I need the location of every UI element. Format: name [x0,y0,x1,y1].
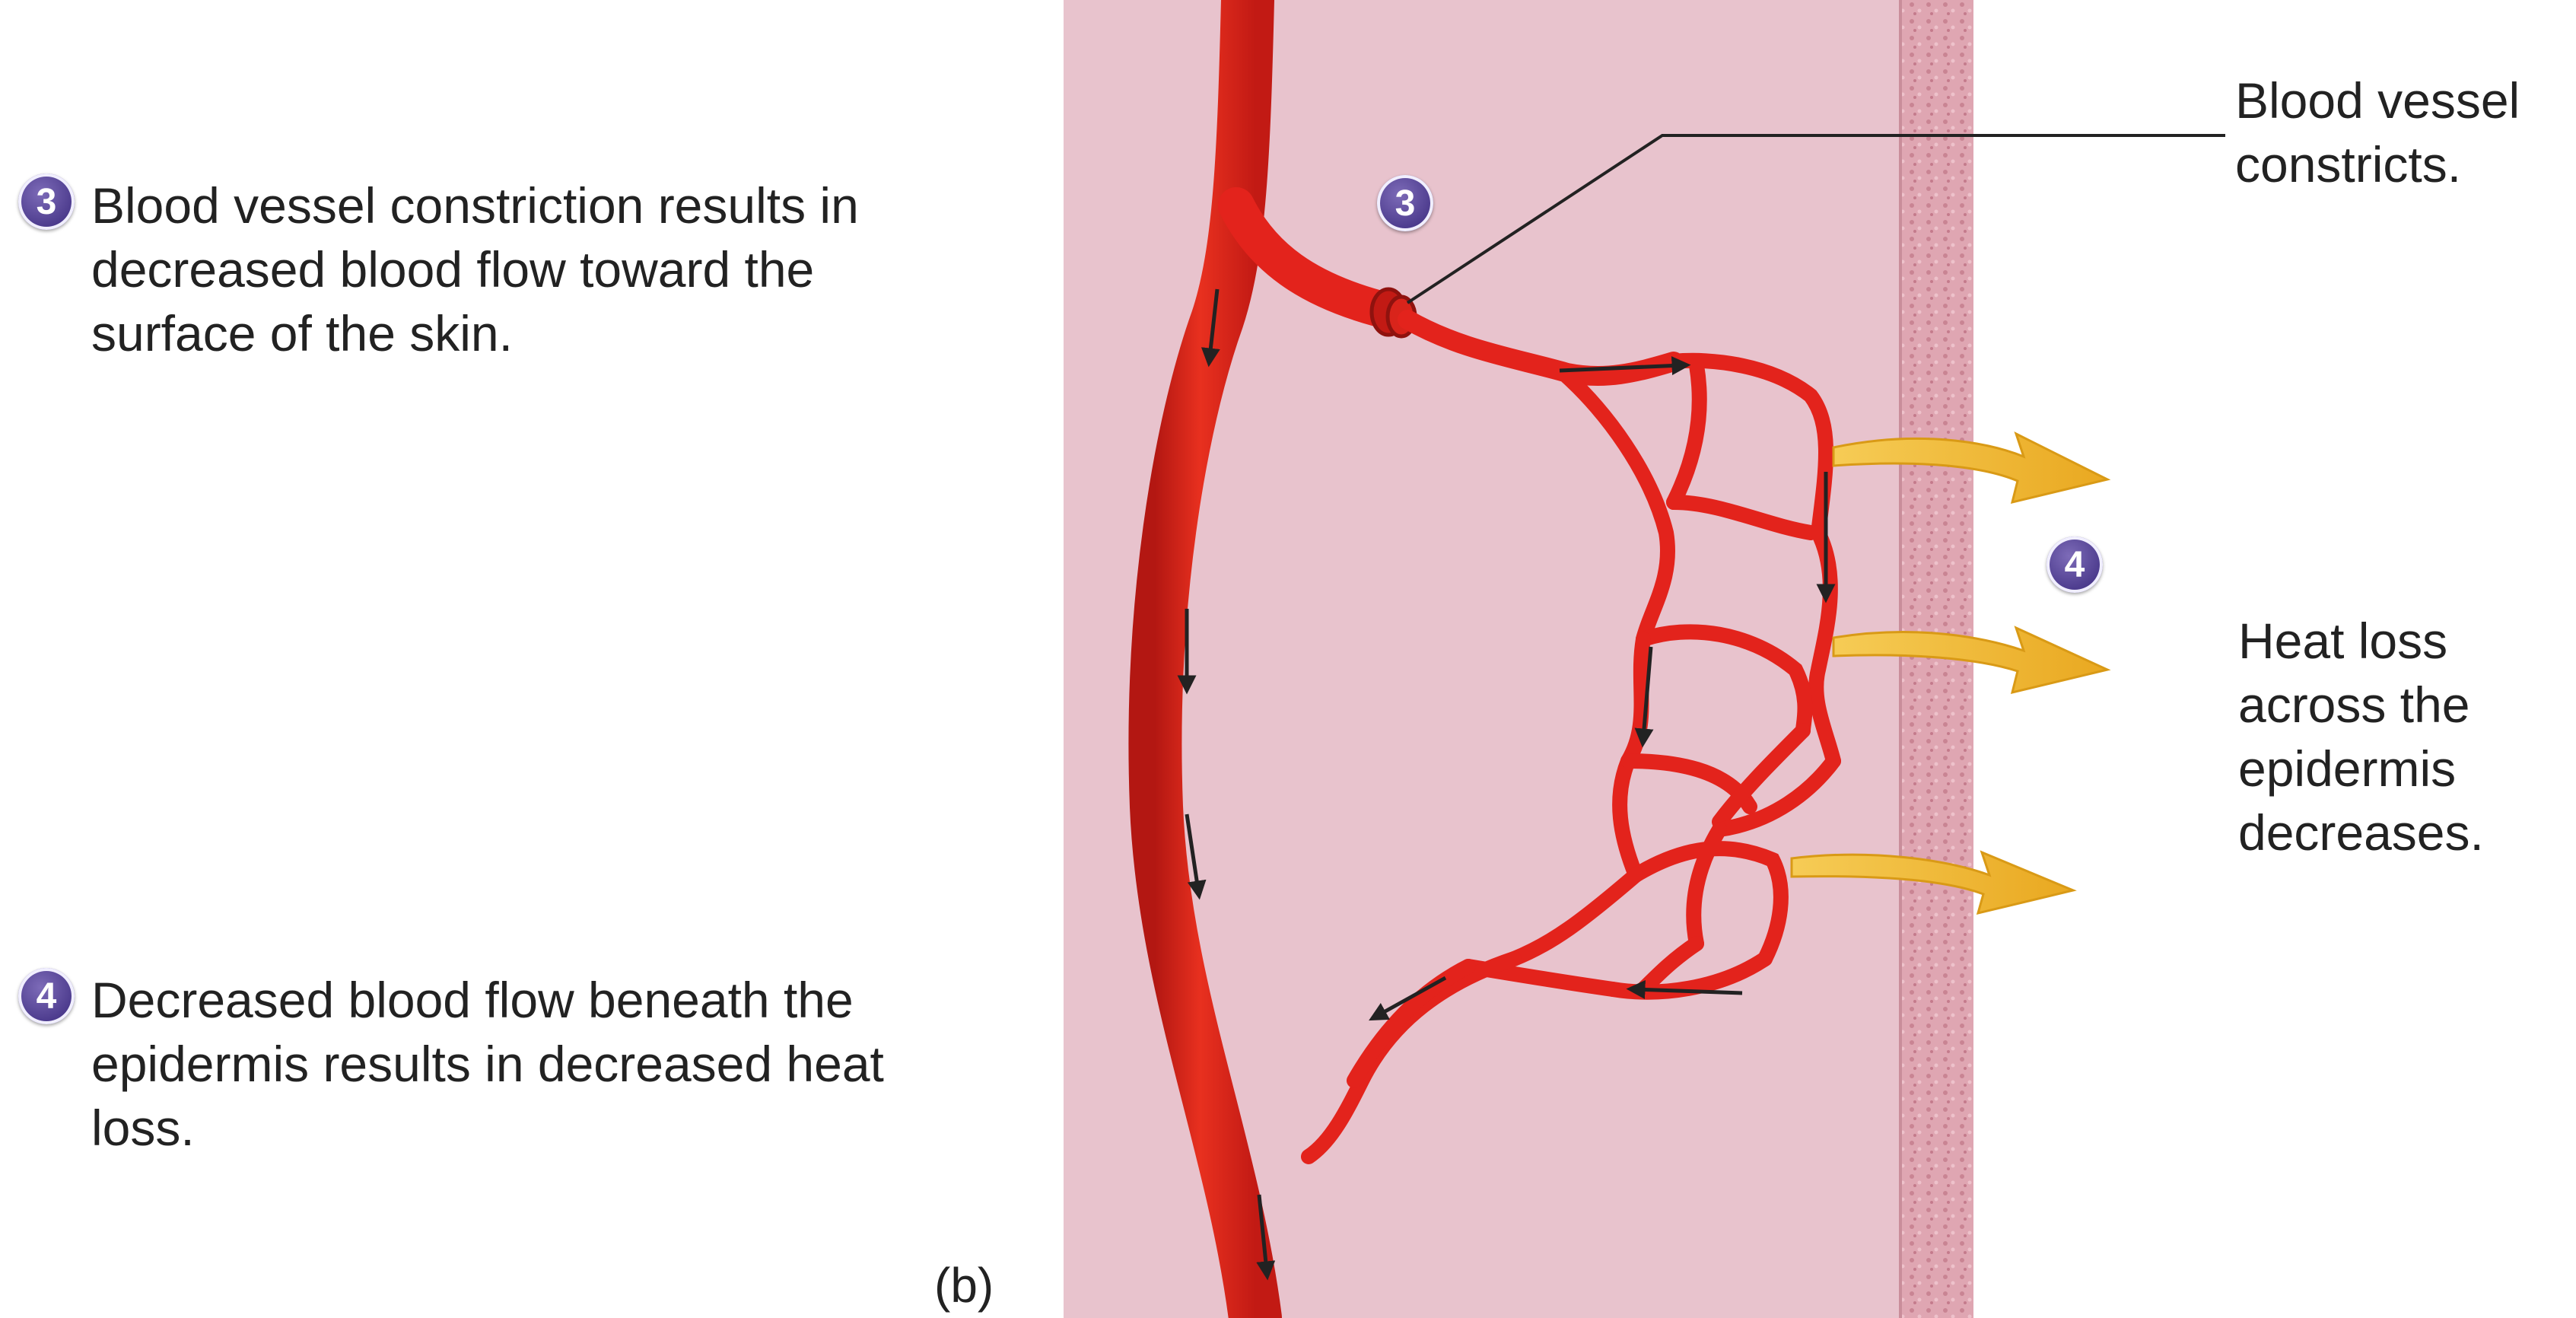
step-3: 3 Blood vessel constriction results in d… [18,174,928,365]
diagram-marker-4: 4 [2046,536,2103,593]
branch-vessel [1218,187,1395,326]
callout-constricts: Blood vessel constricts. [2235,72,2520,193]
heat-loss-arrows [1790,431,2111,915]
flow-direction-arrows [1177,288,1836,1281]
capillary-network [1301,352,1841,1164]
diagram-marker-3: 3 [1377,175,1433,231]
step-3-badge: 3 [18,174,75,230]
step-4-badge: 4 [18,968,75,1024]
step-4: 4 Decreased blood flow beneath the epide… [18,968,928,1160]
step-4-text: Decreased blood flow beneath the epiderm… [91,972,884,1156]
callout-heat-loss: Heat loss across the epidermis decreases… [2238,613,2484,861]
constricts-leader-line [1406,134,2225,304]
panel-letter: (b) [934,1258,994,1313]
step-3-text: Blood vessel constriction results in dec… [91,177,859,361]
